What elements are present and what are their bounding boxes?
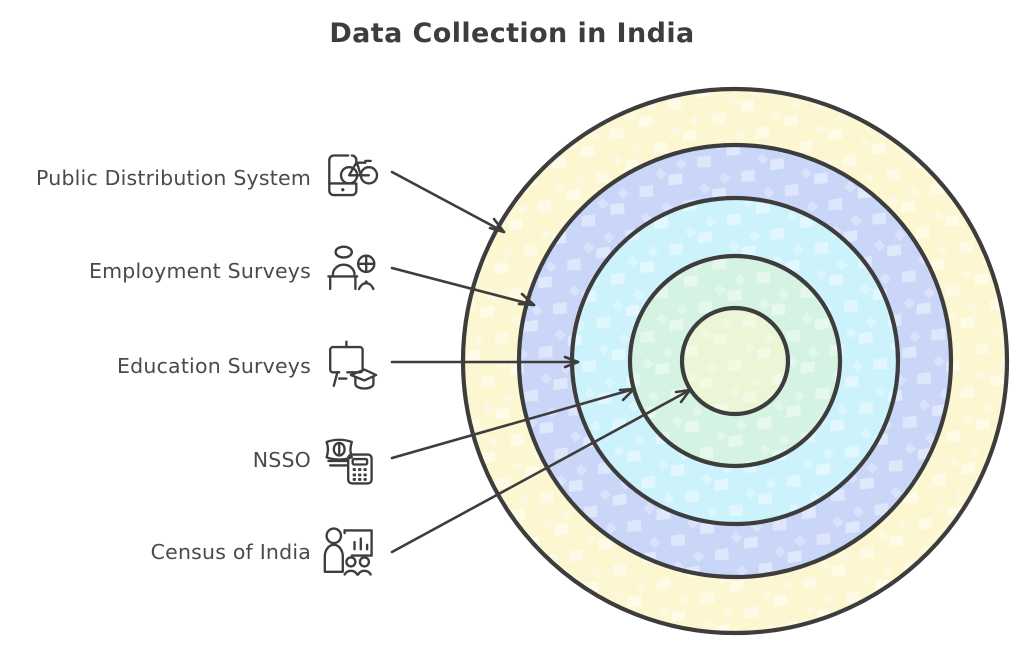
- whiteboard-graduation-icon: [321, 339, 379, 393]
- label-row-education-surveys[interactable]: Education Surveys: [117, 338, 379, 394]
- label-row-census-of-india[interactable]: Census of India: [151, 524, 379, 580]
- person-chart-people-icon: [321, 525, 379, 579]
- arrow-census-of-india: [390, 388, 692, 554]
- arrow-public-distribution-system: [390, 170, 506, 234]
- label-education-surveys: Education Surveys: [117, 354, 311, 378]
- arrow-employment-surveys: [390, 266, 536, 307]
- label-nsso: NSSO: [252, 448, 311, 472]
- worker-interview-icon: [321, 244, 379, 298]
- label-public-distribution-system: Public Distribution System: [36, 166, 311, 190]
- ring-outline-core: [679, 305, 791, 417]
- arrow-education-surveys: [390, 355, 580, 369]
- money-calculator-icon: [321, 433, 379, 487]
- label-row-nsso[interactable]: NSSO: [253, 432, 379, 488]
- label-employment-surveys: Employment Surveys: [88, 259, 311, 283]
- label-row-public-distribution-system[interactable]: Public Distribution System: [36, 150, 379, 206]
- phone-bicycle-delivery-icon: [321, 151, 379, 205]
- ring-outline-fourth: [627, 253, 843, 469]
- arrow-nsso: [390, 387, 636, 460]
- page-title: Data Collection in India: [329, 18, 695, 49]
- label-row-employment-surveys[interactable]: Employment Surveys: [89, 243, 379, 299]
- ring-fill-core: [682, 308, 788, 414]
- label-census-of-india: Census of India: [150, 540, 311, 564]
